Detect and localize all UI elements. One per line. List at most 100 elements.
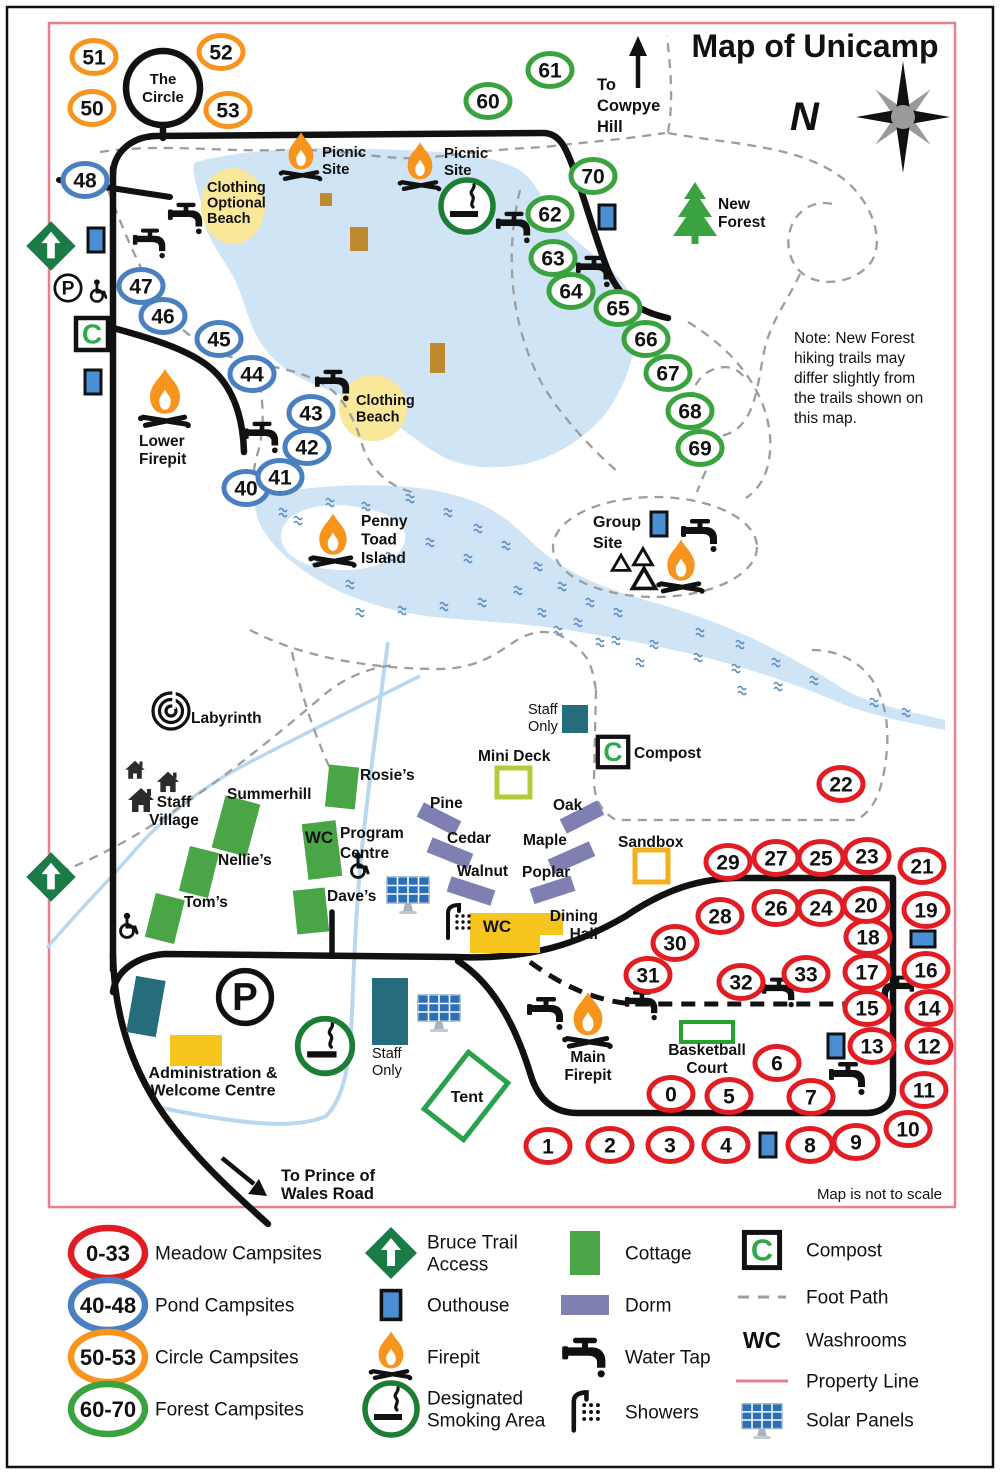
campsite-meadow-29: 29 xyxy=(703,843,753,881)
svg-text:31: 31 xyxy=(636,965,660,988)
clothing-beach-area xyxy=(339,375,407,441)
smoking-area-icon xyxy=(441,180,493,232)
svg-text:Smoking Area: Smoking Area xyxy=(427,1411,546,1432)
svg-text:50-53: 50-53 xyxy=(80,1345,136,1370)
label-oak: Oak xyxy=(553,797,583,814)
wetland xyxy=(254,485,946,730)
campsite-circle-53: 53 xyxy=(203,91,253,129)
svg-text:12: 12 xyxy=(917,1036,940,1059)
campsite-meadow-10: 10 xyxy=(883,1110,933,1148)
map-border xyxy=(5,5,995,1469)
campsite-forest-69: 69 xyxy=(675,429,725,467)
svg-text:Outhouse: Outhouse xyxy=(427,1296,509,1317)
the-circle xyxy=(122,47,204,129)
label-toms: Tom’s xyxy=(184,894,228,911)
svg-text:13: 13 xyxy=(860,1036,883,1059)
campsite-meadow-23: 23 xyxy=(842,837,892,875)
campsite-meadow-31: 31 xyxy=(623,956,673,994)
campsite-meadow-15: 15 xyxy=(842,989,892,1027)
svg-text:60-70: 60-70 xyxy=(80,1397,136,1422)
svg-text:Dorm: Dorm xyxy=(625,1296,671,1317)
campsite-meadow-5: 5 xyxy=(704,1077,754,1115)
svg-text:Solar Panels: Solar Panels xyxy=(806,1411,914,1432)
campsite-forest-70: 70 xyxy=(568,157,618,195)
tent-structure xyxy=(420,1048,512,1144)
campsite-circle-50: 50 xyxy=(67,89,117,127)
svg-text:51: 51 xyxy=(82,47,106,70)
campsite-pond-48: 48 xyxy=(60,161,110,199)
label-rosies: Rosie’s xyxy=(360,767,415,784)
svg-text:22: 22 xyxy=(829,774,852,797)
label-tent-label: Tent xyxy=(451,1089,484,1106)
dorm-cedar xyxy=(426,837,474,869)
campsite-meadow-21: 21 xyxy=(897,847,947,885)
campsite-meadow-26: 26 xyxy=(751,889,801,927)
staff-only-building-upper xyxy=(562,705,588,733)
svg-text:63: 63 xyxy=(541,248,564,271)
campsite-forest-65: 65 xyxy=(593,289,643,327)
svg-text:Access: Access xyxy=(427,1255,488,1276)
campsite-meadow-1: 1 xyxy=(523,1127,573,1165)
label-compost-label: Compost xyxy=(634,745,701,762)
svg-text:24: 24 xyxy=(809,898,833,921)
foot-path xyxy=(510,189,619,473)
svg-text:52: 52 xyxy=(209,42,232,65)
campsite-circle-52: 52 xyxy=(196,33,246,71)
label-labyrinth: Labyrinth xyxy=(191,710,262,727)
legend-item-solar: Solar Panels xyxy=(741,1403,914,1440)
campsite-meadow-0: 0 xyxy=(646,1075,696,1113)
campsite-meadow-24: 24 xyxy=(796,889,846,927)
label-sandbox: Sandbox xyxy=(618,834,684,851)
label-scale-note: Map is not to scale xyxy=(817,1186,942,1203)
campsite-meadow-30: 30 xyxy=(650,924,700,962)
campsite-pond-42: 42 xyxy=(282,428,332,466)
svg-text:66: 66 xyxy=(634,329,657,352)
svg-text:19: 19 xyxy=(914,900,937,923)
campsite-meadow-4: 4 xyxy=(701,1126,751,1164)
svg-text:46: 46 xyxy=(151,306,174,329)
foot-path xyxy=(665,35,673,133)
svg-text:11: 11 xyxy=(913,1080,936,1103)
dorm-walnut xyxy=(446,876,496,906)
svg-text:14: 14 xyxy=(917,998,941,1021)
svg-text:20: 20 xyxy=(854,895,877,918)
svg-text:Firepit: Firepit xyxy=(427,1348,481,1369)
campsite-meadow-18: 18 xyxy=(843,918,893,956)
outhouse-icon xyxy=(597,203,617,231)
svg-text:65: 65 xyxy=(606,298,630,321)
svg-text:9: 9 xyxy=(850,1132,862,1155)
campsite-forest-63: 63 xyxy=(528,239,578,277)
campsite-meadow-9: 9 xyxy=(831,1123,881,1161)
campsite-forest-60: 60 xyxy=(463,82,513,120)
svg-text:6: 6 xyxy=(771,1053,783,1076)
campsite-meadow-2: 2 xyxy=(585,1126,635,1164)
wc-label xyxy=(482,916,512,936)
campsite-circle-51: 51 xyxy=(69,38,119,76)
outhouse-icon xyxy=(86,226,106,254)
sandbox-structure xyxy=(632,847,671,885)
svg-text:5: 5 xyxy=(723,1086,735,1109)
label-cedar: Cedar xyxy=(447,830,491,847)
legend-item-firepit: Firepit xyxy=(369,1331,481,1380)
campsite-meadow-32: 32 xyxy=(716,963,766,1001)
campsite-meadow-25: 25 xyxy=(796,839,846,877)
svg-text:Bruce Trail: Bruce Trail xyxy=(427,1233,518,1254)
campsite-meadow-7: 7 xyxy=(786,1078,836,1116)
svg-text:7: 7 xyxy=(805,1087,817,1110)
campsite-meadow-19: 19 xyxy=(901,891,951,929)
